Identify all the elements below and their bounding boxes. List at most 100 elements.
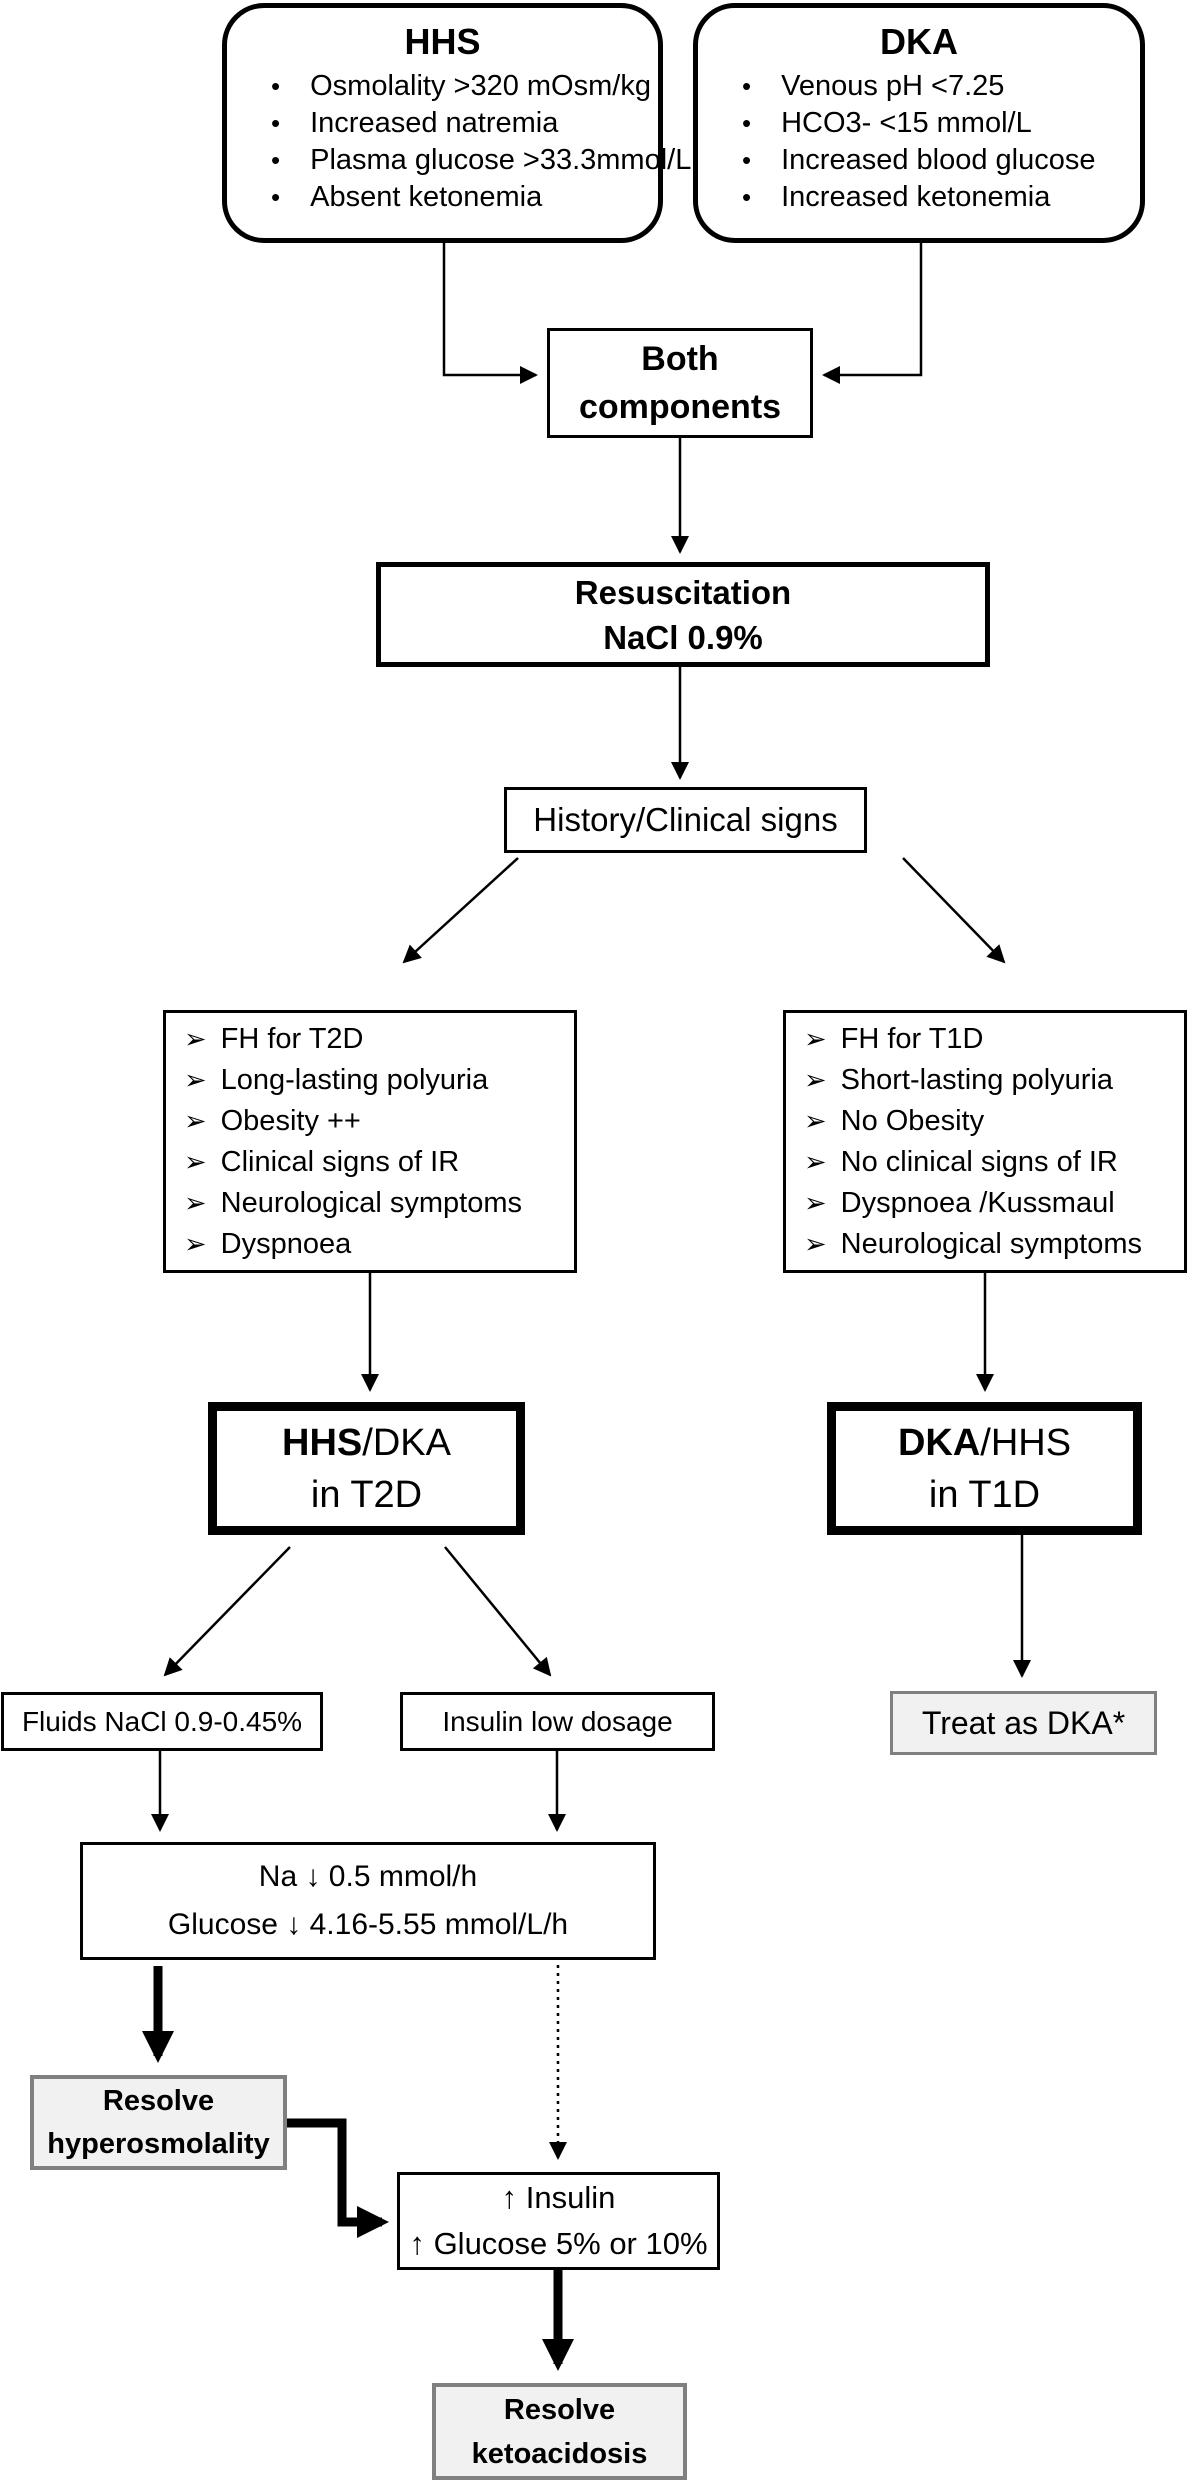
both-components-box: Both components [547,328,813,438]
resolve-keto-line2: ketoacidosis [471,2437,648,2470]
list-item-label: Dyspnoea [220,1227,352,1260]
both-components-line2: components [578,388,782,426]
insulin-low-label: Insulin low dosage [442,1705,673,1737]
list-item: ➢ No Obesity [804,1101,1142,1142]
chevron-bullet-icon: ➢ [804,1187,827,1218]
na-glucose-box: Na ↓ 0.5 mmol/h Glucose ↓ 4.16-5.55 mmol… [80,1842,656,1960]
hhs-dka-t2d-line2: in T2D [310,1473,423,1516]
fluids-label: Fluids NaCl 0.9-0.45% [21,1705,303,1737]
resolve-hyper-line1: Resolve [102,2084,215,2117]
insulin-up-line2: ↑ Glucose 5% or 10% [409,2226,708,2261]
list-item: • Venous pH <7.25 [742,68,1096,105]
dka-hhs-t1d-line2: in T1D [928,1473,1041,1516]
chevron-bullet-icon: ➢ [184,1023,207,1054]
list-item: ➢ Dyspnoea [184,1224,522,1265]
t2d-signs-list: ➢FH for T2D ➢Long-lasting polyuria ➢Obes… [184,1019,522,1265]
list-item: ➢Clinical signs of IR [184,1142,522,1183]
glucose-line: Glucose ↓ 4.16-5.55 mmol/L/h [167,1908,569,1941]
bullet-icon: • [742,182,752,212]
list-item-label: Increased ketonemia [781,181,1051,213]
list-item: •Increased blood glucose [742,142,1096,179]
list-item: ➢Long-lasting polyuria [184,1060,522,1101]
dka-criteria-box: DKA • Venous pH <7.25 •HCO3- <15 mmol/L •… [693,3,1145,243]
list-item-label: Venous pH <7.25 [781,70,1005,102]
list-item: ➢ FH for T2D [184,1019,522,1060]
chevron-bullet-icon: ➢ [804,1064,827,1095]
arrow-dka-to-both [822,243,923,384]
bullet-icon: • [271,108,281,138]
arrow-history-to-t2d [402,857,519,964]
chevron-bullet-icon: ➢ [804,1023,827,1054]
resolve-keto-line1: Resolve [503,2393,616,2426]
list-item-label: No clinical signs of IR [840,1145,1118,1178]
list-item: ➢ Short-lasting polyuria [804,1060,1142,1101]
bullet-icon: • [271,182,281,212]
list-item-label: Short-lasting polyuria [840,1063,1114,1096]
list-item-label: Plasma glucose >33.3mmol/L [310,144,692,176]
dka-hhs-t1d-line1: DKA/HHS [898,1417,1071,1469]
resuscitation-box: Resuscitation NaCl 0.9% [376,562,990,667]
t1d-signs-box: ➢ FH for T1D ➢ Short-lasting polyuria ➢ No … [783,1010,1187,1273]
bullet-icon: • [742,71,752,101]
hhs-dka-t2d-lead: HHS [282,1421,363,1464]
resuscitation-line2: NaCl 0.9% [603,618,763,656]
both-components-line1: Both [641,340,719,378]
increase-insulin-glucose-box: ↑ Insulin ↑ Glucose 5% or 10% [397,2172,720,2270]
list-item: • Increased natremia [271,105,691,142]
hhs-criteria-box: HHS • Osmolality >320 mOsm/kg • Increased … [222,3,691,243]
list-item-label: Clinical signs of IR [220,1145,460,1178]
list-item: • Absent ketonemia [271,179,691,216]
hhs-dka-t2d-box: HHS/DKA in T2D [208,1402,525,1535]
bullet-icon: • [742,145,752,175]
list-item-label: Absent ketonemia [310,181,543,213]
arrow-hhs-to-both [442,243,538,384]
list-item-label: FH for T1D [840,1022,984,1055]
resolve-hyper-line2: hyperosmolality [47,2127,270,2160]
list-item-label: Increased natremia [310,107,559,139]
hhs-title: HHS [404,21,481,62]
arrow-resolvehyper-to-insulinup [287,2118,389,2238]
dka-criteria-list: •Venous pH <7.25 •HCO3- <15 mmol/L •Incr… [698,68,1106,216]
list-item-label: Obesity ++ [220,1104,361,1137]
list-item-label: No Obesity [840,1104,985,1137]
chevron-bullet-icon: ➢ [804,1228,827,1259]
t1d-signs-list: ➢ FH for T1D ➢ Short-lasting polyuria ➢ No … [804,1019,1142,1265]
insulin-low-dosage-box: Insulin low dosage [400,1692,715,1751]
bullet-icon: • [271,145,281,175]
chevron-bullet-icon: ➢ [804,1146,827,1177]
hhs-dka-t2d-trail: /DKA [362,1421,451,1464]
list-item-label: FH for T2D [220,1022,364,1055]
chevron-bullet-icon: ➢ [184,1187,207,1218]
list-item: • Osmolality >320 mOsm/kg [271,68,691,105]
resolve-ketoacidosis-box: Resolve ketoacidosis [432,2383,687,2480]
resolve-hyperosmolality-box: Resolve hyperosmolality [30,2075,287,2170]
dka-hhs-t1d-trail: /HHS [980,1421,1072,1464]
list-item: ➢ Neurological symptoms [184,1183,522,1224]
treat-as-dka-label: Treat as DKA* [921,1704,1126,1741]
chevron-bullet-icon: ➢ [184,1228,207,1259]
list-item: ➢ Dyspnoea /Kussmaul [804,1183,1142,1224]
list-item-label: Neurological symptoms [220,1186,523,1219]
chevron-bullet-icon: ➢ [804,1105,827,1136]
list-item: •HCO3- <15 mmol/L [742,105,1096,142]
bullet-icon: • [742,108,752,138]
dka-title: DKA [880,21,958,62]
dka-hhs-t1d-box: DKA/HHS in T1D [827,1402,1142,1535]
list-item-label: Dyspnoea /Kussmaul [840,1186,1115,1219]
na-line: Na ↓ 0.5 mmol/h [258,1860,478,1893]
resuscitation-line1: Resuscitation [574,573,792,611]
list-item-label: Osmolality >320 mOsm/kg [310,70,651,102]
hhs-dka-t2d-line1: HHS/DKA [282,1417,451,1469]
t2d-signs-box: ➢FH for T2D ➢Long-lasting polyuria ➢Obes… [163,1010,577,1273]
hhs-criteria-list: • Osmolality >320 mOsm/kg • Increased natr… [227,68,701,216]
bullet-icon: • [271,71,281,101]
treat-as-dka-box: Treat as DKA* [890,1691,1157,1755]
list-item: ➢ FH for T1D [804,1019,1142,1060]
arrow-hhsdka-to-insulin [444,1546,552,1677]
list-item: ➢Obesity ++ [184,1101,522,1142]
chevron-bullet-icon: ➢ [184,1064,207,1095]
list-item: • Plasma glucose >33.3mmol/L [271,142,691,179]
arrow-history-to-t1d [902,857,1006,964]
